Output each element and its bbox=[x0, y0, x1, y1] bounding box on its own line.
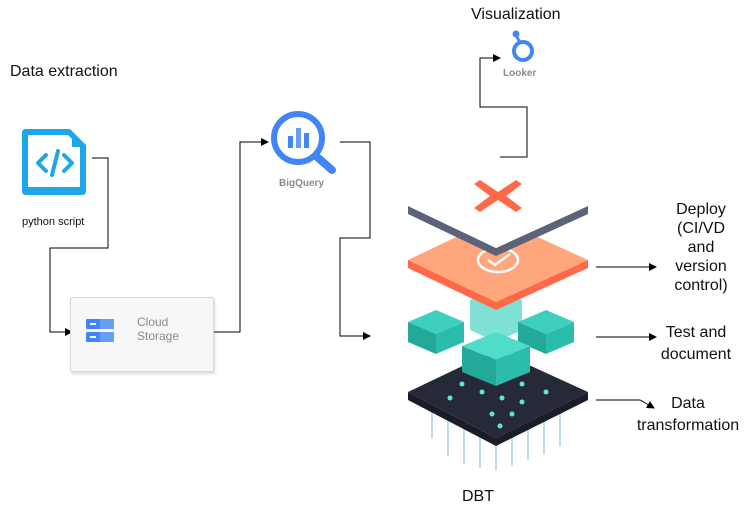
bigquery-label: BigQuery bbox=[279, 178, 325, 189]
python-to-storage-arrow bbox=[49, 157, 109, 336]
looker-icon bbox=[508, 29, 536, 65]
test-document-label: Test and document bbox=[660, 324, 732, 363]
storage-icon bbox=[85, 316, 115, 346]
dbt-label: DBT bbox=[462, 488, 494, 505]
visualization-label: Visualization bbox=[471, 6, 561, 23]
looker-label: Looker bbox=[503, 68, 537, 79]
deploy-label: Deploy (CI/VD and version control) bbox=[674, 201, 728, 294]
transform-arrow bbox=[596, 399, 655, 409]
data-transformation-label: Data transformation bbox=[636, 395, 740, 434]
cloud-storage-label: Cloud Storage bbox=[137, 315, 180, 343]
cloud-storage-node: Cloud Storage bbox=[70, 297, 214, 372]
dbt-to-looker-arrow bbox=[479, 54, 528, 158]
code-file-icon bbox=[20, 125, 92, 197]
bigquery-to-dbt-arrow bbox=[339, 141, 371, 340]
storage-to-bigquery-arrow bbox=[212, 138, 269, 333]
data-extraction-label: Data extraction bbox=[10, 63, 118, 80]
dbt-stack-illustration bbox=[400, 164, 600, 470]
bigquery-icon bbox=[268, 110, 340, 176]
python-script-label: python script bbox=[22, 216, 85, 228]
